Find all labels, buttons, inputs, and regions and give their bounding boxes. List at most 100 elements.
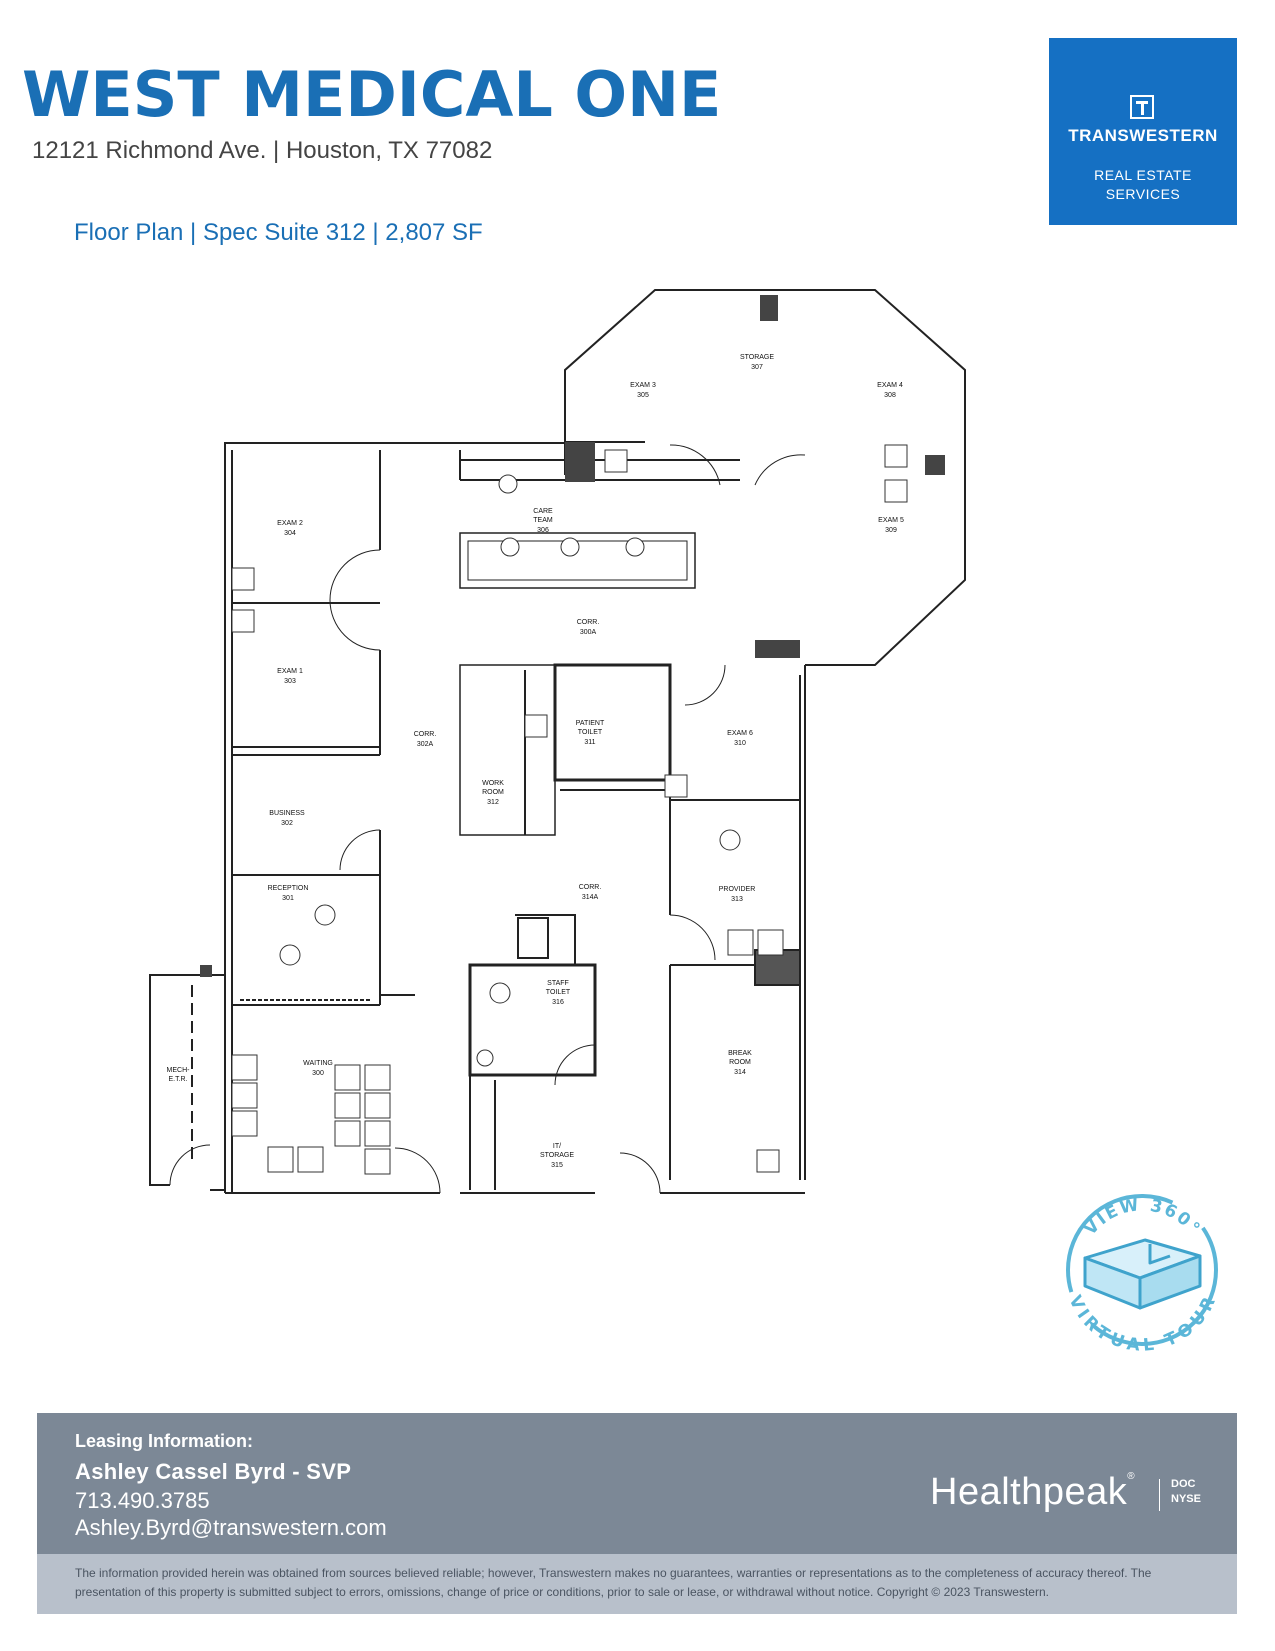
svg-text:306: 306	[537, 527, 549, 534]
svg-text:ROOM: ROOM	[729, 1059, 751, 1066]
svg-text:316: 316	[552, 999, 564, 1006]
svg-text:EXAM 1: EXAM 1	[277, 668, 303, 675]
svg-text:302: 302	[281, 820, 293, 827]
virtual-tour-badge[interactable]: VIEW 360° VIRTUAL TOUR	[1055, 1178, 1230, 1353]
room-label: EXAM 4 308	[877, 382, 903, 399]
tour-label-top: VIEW 360°	[1081, 1195, 1205, 1240]
svg-text:314: 314	[734, 1069, 746, 1076]
svg-text:CORR.: CORR.	[414, 731, 437, 738]
room-label: EXAM 5 309	[878, 517, 904, 534]
svg-text:CORR.: CORR.	[577, 619, 600, 626]
healthpeak-logo[interactable]: Healthpeak®	[930, 1471, 1135, 1514]
svg-text:BREAK: BREAK	[728, 1050, 752, 1057]
room-3d-icon	[1083, 1238, 1202, 1310]
svg-text:300A: 300A	[580, 629, 597, 636]
svg-text:BUSINESS: BUSINESS	[269, 810, 305, 817]
svg-text:315: 315	[551, 1162, 563, 1169]
agent-name: Ashley Cassel Byrd - SVP	[75, 1459, 352, 1484]
svg-text:301: 301	[282, 895, 294, 902]
room-labels: EXAM 3 305 STORAGE 307 EXAM 4 308 EXAM 5 309…	[167, 354, 904, 1169]
floor-plan: EXAM 3 305 STORAGE 307 EXAM 4 308 EXAM 5 309…	[149, 289, 966, 1194]
svg-text:TOILET: TOILET	[578, 729, 603, 736]
logo-divider	[1159, 1479, 1160, 1511]
room-label: CORR. 314A	[579, 884, 602, 901]
room-label: WORK ROOM 312	[482, 780, 504, 806]
room-label: CARE TEAM 306	[533, 508, 553, 534]
svg-text:WORK: WORK	[482, 780, 504, 787]
svg-text:STAFF: STAFF	[547, 980, 569, 987]
svg-text:PATIENT: PATIENT	[576, 720, 605, 727]
svg-text:308: 308	[884, 392, 896, 399]
agent-phone[interactable]: 713.490.3785	[75, 1488, 210, 1513]
svg-text:ROOM: ROOM	[482, 789, 504, 796]
svg-text:314A: 314A	[582, 894, 599, 901]
ticker-symbol: DOC	[1171, 1478, 1196, 1490]
room-label: BREAK ROOM 314	[728, 1050, 752, 1076]
svg-text:302A: 302A	[417, 741, 434, 748]
svg-text:STORAGE: STORAGE	[740, 354, 774, 361]
room-label: IT/STORAGE 315	[540, 1143, 574, 1169]
svg-text:TEAM: TEAM	[533, 517, 553, 524]
healthpeak-name: Healthpeak	[930, 1471, 1128, 1513]
svg-text:EXAM 6: EXAM 6	[727, 730, 753, 737]
svg-text:305: 305	[637, 392, 649, 399]
svg-text:IT/: IT/	[553, 1143, 561, 1150]
svg-text:310: 310	[734, 740, 746, 747]
plan-walls	[149, 289, 966, 1194]
svg-text:311: 311	[584, 739, 595, 746]
room-label: CORR. 302A	[414, 731, 437, 748]
room-label: EXAM 1 303	[277, 668, 303, 685]
room-label: EXAM 6 310	[727, 730, 753, 747]
svg-text:300: 300	[312, 1070, 324, 1077]
brand-tagline: REAL ESTATE SERVICES	[1049, 166, 1237, 204]
svg-text:CARE: CARE	[533, 508, 553, 515]
agent-email[interactable]: Ashley.Byrd@transwestern.com	[75, 1515, 387, 1540]
svg-text:PROVIDER: PROVIDER	[719, 886, 756, 893]
svg-text:313: 313	[731, 896, 743, 903]
room-label: STAFF TOILET 316	[546, 980, 571, 1006]
svg-text:CORR.: CORR.	[579, 884, 602, 891]
property-address: 12121 Richmond Ave. | Houston, TX 77082	[32, 137, 493, 164]
room-label: WAITING 300	[303, 1060, 333, 1077]
svg-text:312: 312	[487, 799, 499, 806]
room-label: MECH- E.T.R.	[167, 1067, 191, 1083]
room-label: RECEPTION 301	[268, 885, 309, 902]
room-label: STORAGE 307	[740, 354, 774, 371]
svg-text:EXAM 2: EXAM 2	[277, 520, 303, 527]
plan-furniture	[231, 444, 908, 1175]
svg-text:309: 309	[885, 527, 897, 534]
room-label: CORR. 300A	[577, 619, 600, 636]
disclaimer-text: The information provided herein was obta…	[75, 1566, 1152, 1599]
transwestern-logo[interactable]: TRANSWESTERN REAL ESTATE SERVICES	[1049, 38, 1237, 225]
room-label: PATIENT TOILET 311	[576, 720, 605, 746]
leasing-label: Leasing Information:	[75, 1431, 254, 1451]
leasing-footer: Leasing Information: Ashley Cassel Byrd …	[37, 1413, 1237, 1554]
disclaimer-bar: The information provided herein was obta…	[37, 1554, 1237, 1614]
svg-text:303: 303	[284, 678, 296, 685]
room-label: BUSINESS 302	[269, 810, 305, 827]
svg-text:RECEPTION: RECEPTION	[268, 885, 309, 892]
svg-text:E.T.R.: E.T.R.	[168, 1076, 187, 1083]
room-label: PROVIDER 313	[719, 886, 756, 903]
room-label: EXAM 3 305	[630, 382, 656, 399]
svg-text:TOILET: TOILET	[546, 989, 571, 996]
svg-text:EXAM 4: EXAM 4	[877, 382, 903, 389]
floor-plan-subtitle: Floor Plan | Spec Suite 312 | 2,807 SF	[74, 219, 483, 246]
svg-text:WAITING: WAITING	[303, 1060, 333, 1067]
svg-text:304: 304	[284, 530, 296, 537]
svg-text:MECH-: MECH-	[167, 1067, 191, 1074]
transwestern-t-icon	[1130, 95, 1154, 119]
stock-ticker: DOC NYSE	[1171, 1477, 1201, 1507]
ticker-exchange: NYSE	[1171, 1493, 1201, 1505]
svg-text:307: 307	[751, 364, 763, 371]
page-title: WEST MEDICAL ONE	[22, 58, 722, 131]
room-label: EXAM 2 304	[277, 520, 303, 537]
svg-text:EXAM 3: EXAM 3	[630, 382, 656, 389]
svg-text:EXAM 5: EXAM 5	[878, 517, 904, 524]
svg-text:STORAGE: STORAGE	[540, 1152, 574, 1159]
brand-tagline-line1: REAL ESTATE	[1094, 167, 1192, 183]
brand-tagline-line2: SERVICES	[1105, 186, 1181, 202]
plan-fixtures	[200, 295, 945, 977]
brand-name: TRANSWESTERN	[1068, 126, 1218, 145]
registered-mark: ®	[1127, 1471, 1136, 1482]
